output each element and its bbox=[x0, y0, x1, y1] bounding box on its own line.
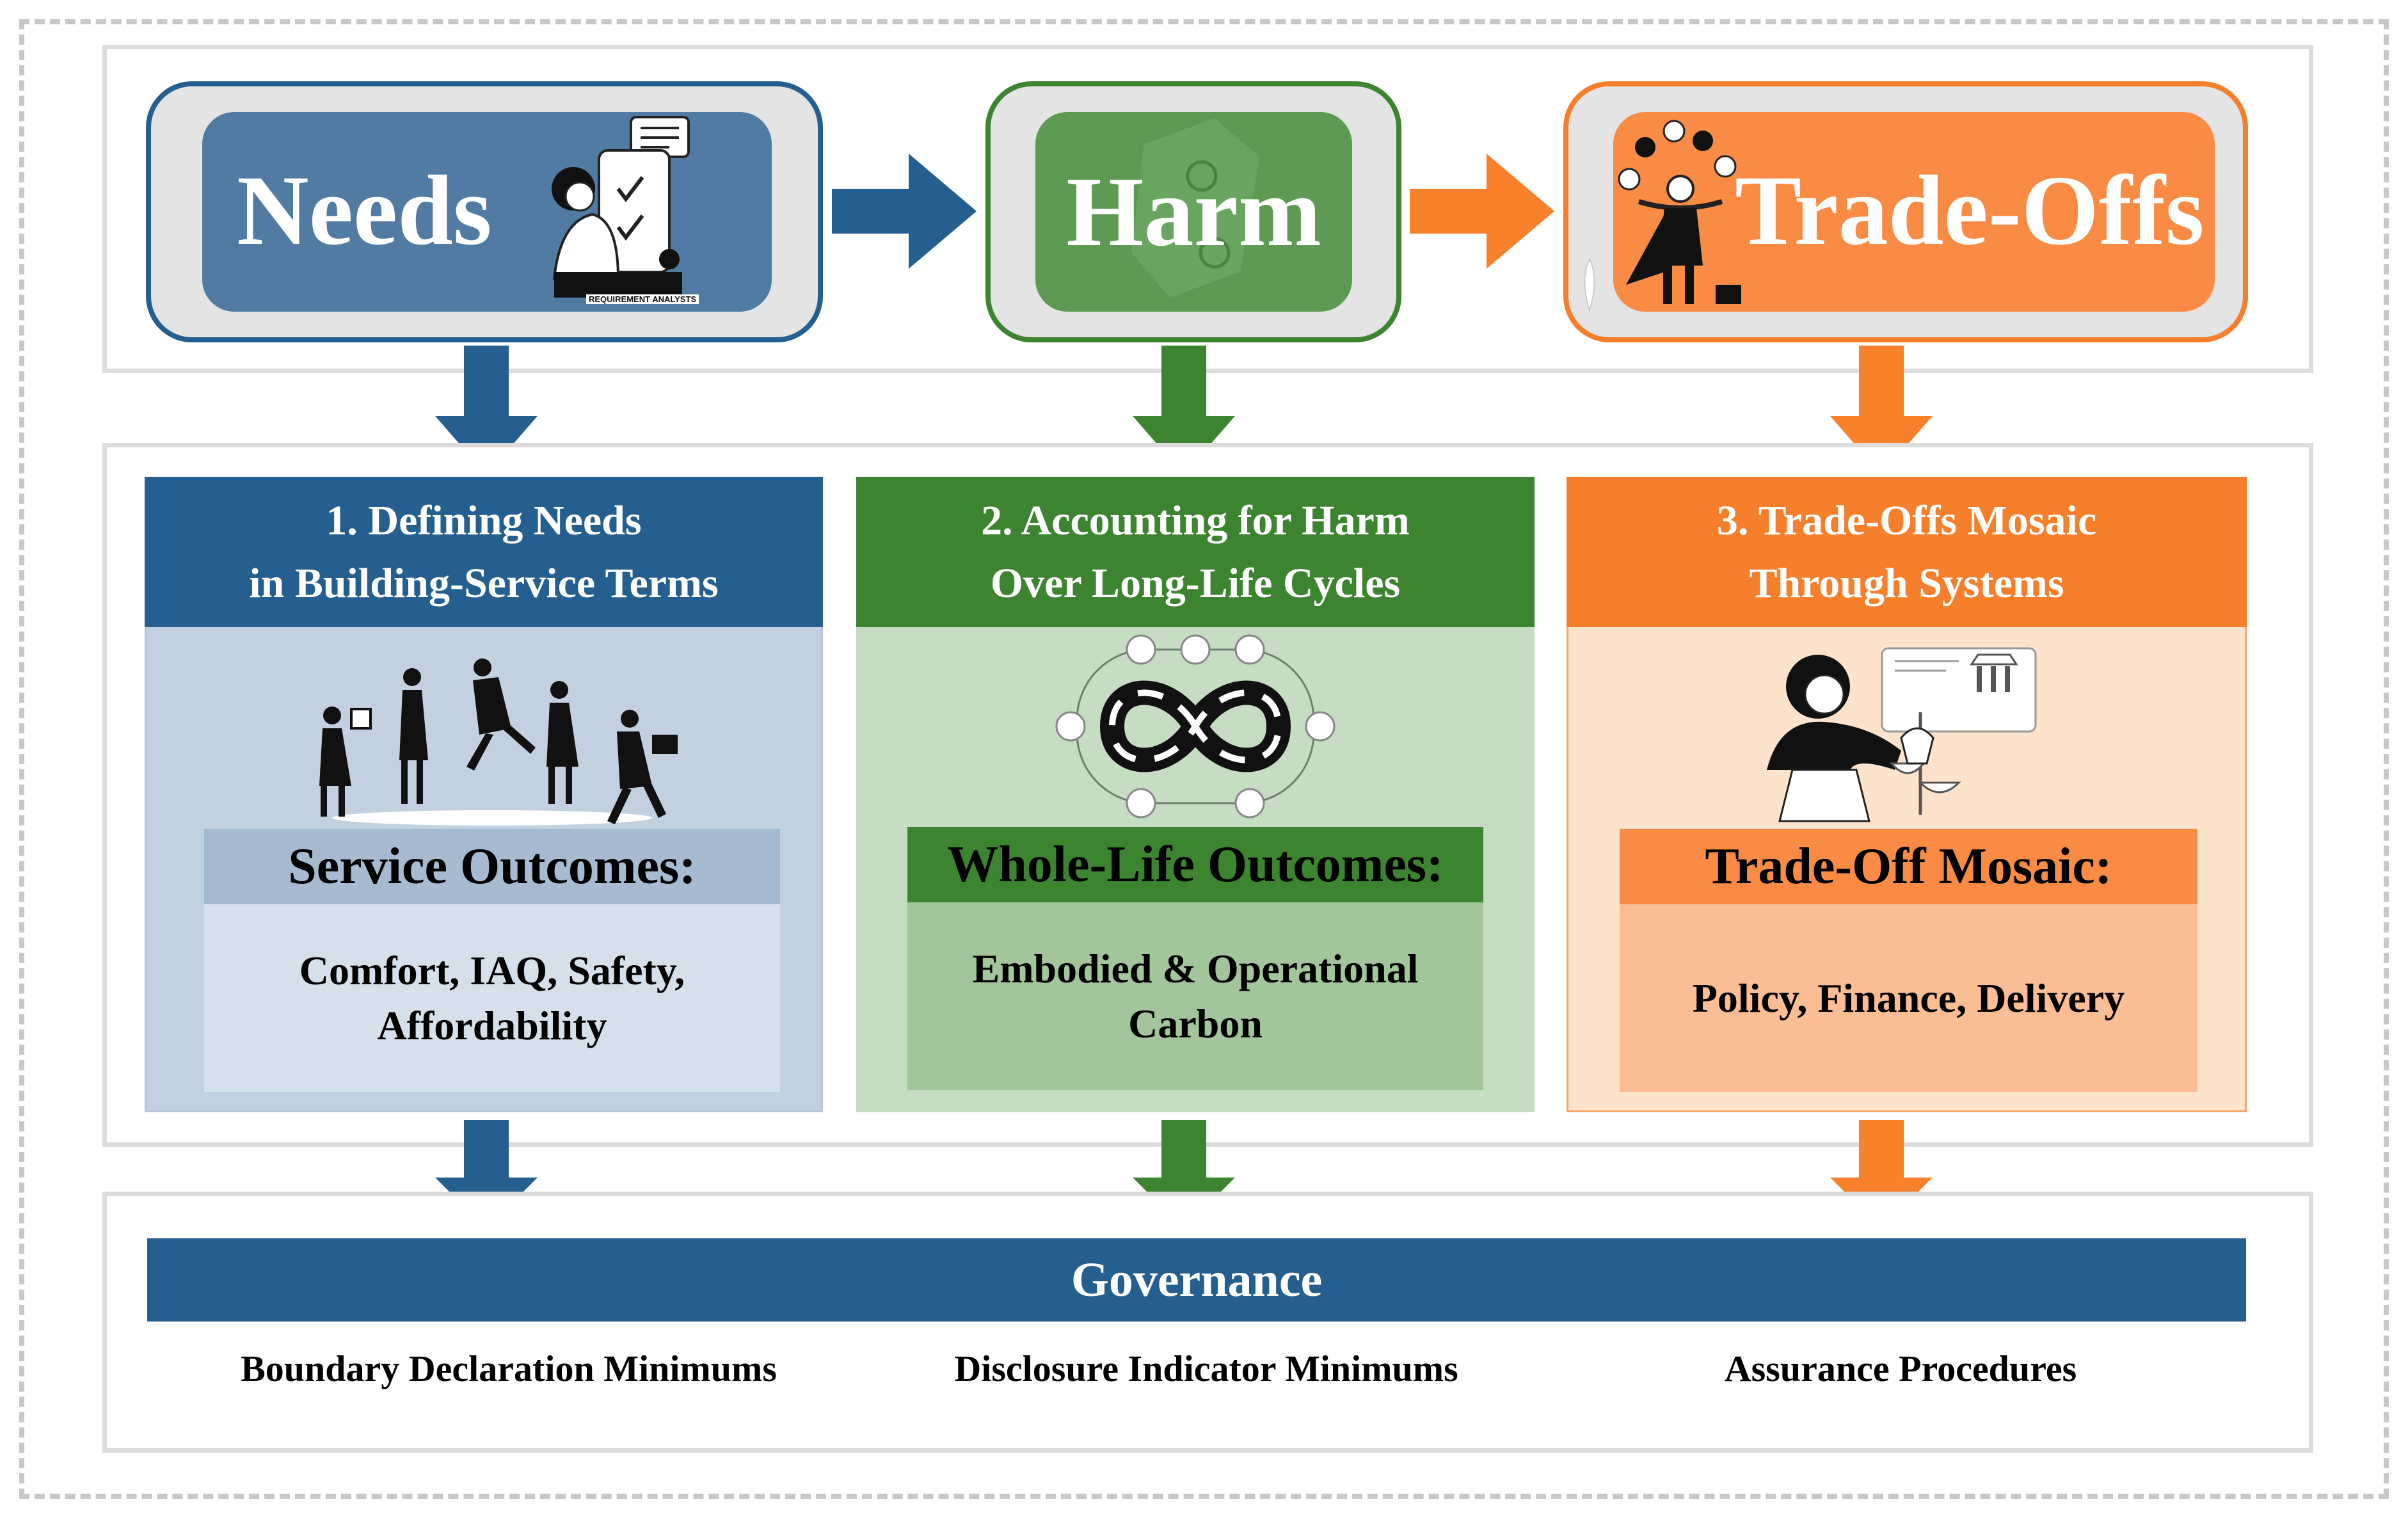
governance-item-disclosure: Disclosure Indicator Minimums bbox=[954, 1348, 1458, 1389]
needs-icon-caption: REQUIREMENT ANALYSTS bbox=[586, 294, 699, 304]
tradeoffs-down-arrow bbox=[1830, 346, 1933, 475]
needs-panel: Needs REQUIREMENT ANALYSTS bbox=[202, 112, 772, 312]
person-with-scales-icon bbox=[1767, 647, 2037, 822]
infinity-cycle-icon bbox=[1055, 634, 1336, 819]
pillar-needs-title-line1: 1. Defining Needs bbox=[326, 497, 642, 544]
pillar-tradeoffs-title-line1: 3. Trade-Offs Mosaic bbox=[1716, 497, 2097, 544]
pillar-harm-header: 2. Accounting for Harm Over Long-Life Cy… bbox=[856, 477, 1535, 627]
pillar-needs-detail-line2: Affordability bbox=[377, 1002, 607, 1048]
juggling-businessman-icon bbox=[1618, 120, 1741, 304]
harm-panel: Harm bbox=[1035, 112, 1352, 312]
tradeoffs-label: Trade-Offs bbox=[1735, 155, 2205, 266]
needs-label: Needs bbox=[237, 155, 492, 266]
pillar-needs: 1. Defining Needs in Building-Service Te… bbox=[145, 477, 823, 1112]
governance-bar: Governance bbox=[147, 1238, 2246, 1322]
pillar-tradeoffs: 3. Trade-Offs Mosaic Through Systems Tra… bbox=[1567, 477, 2247, 1112]
pillar-tradeoffs-title-line2: Through Systems bbox=[1749, 559, 2064, 607]
celebrating-people-icon bbox=[319, 659, 678, 826]
pillar-needs-title-line2: in Building-Service Terms bbox=[249, 559, 719, 607]
pillar-harm-detail-line2: Carbon bbox=[1128, 1000, 1263, 1046]
needs-down-arrow bbox=[435, 346, 538, 475]
governance-item-assurance: Assurance Procedures bbox=[1724, 1348, 2077, 1389]
feather-icon bbox=[1584, 257, 1595, 313]
pillar-tradeoffs-header: 3. Trade-Offs Mosaic Through Systems bbox=[1567, 477, 2247, 627]
pillar-harm: 2. Accounting for Harm Over Long-Life Cy… bbox=[856, 477, 1535, 1112]
requirement-analyst-icon bbox=[552, 116, 690, 298]
pillar-harm-subheading: Whole-Life Outcomes: bbox=[907, 827, 1483, 902]
governance-band bbox=[102, 1192, 2313, 1453]
pillar-tradeoffs-subheading: Trade-Off Mosaic: bbox=[1620, 829, 2197, 904]
biohazard-barrel-icon bbox=[1131, 118, 1259, 298]
pillar-harm-detail: Embodied & Operational Carbon bbox=[907, 902, 1483, 1090]
pillar-needs-detail: Comfort, IAQ, Safety, Affordability bbox=[204, 904, 780, 1092]
harm-down-arrow bbox=[1133, 346, 1235, 475]
needs-card: Needs REQUIREMENT ANALYSTS bbox=[146, 81, 823, 342]
outer-dashed-frame bbox=[19, 19, 2389, 1499]
pillar-harm-title-line1: 2. Accounting for Harm bbox=[981, 497, 1410, 544]
harm-card: Harm bbox=[985, 81, 1401, 342]
governance-item-boundary: Boundary Declaration Minimums bbox=[241, 1348, 777, 1389]
pillar-harm-detail-line1: Embodied & Operational bbox=[972, 945, 1419, 991]
tradeoffs-panel: Trade-Offs bbox=[1613, 112, 2215, 312]
pillar-tradeoffs-detail-line1: Policy, Finance, Delivery bbox=[1692, 975, 2125, 1021]
pillar-needs-header: 1. Defining Needs in Building-Service Te… bbox=[145, 477, 823, 627]
tradeoffs-card: Trade-Offs bbox=[1563, 81, 2248, 342]
pillar-needs-detail-line1: Comfort, IAQ, Safety, bbox=[299, 947, 685, 993]
harm-to-tradeoffs-arrow bbox=[1410, 154, 1554, 269]
needs-to-harm-arrow bbox=[832, 154, 977, 269]
harm-label: Harm bbox=[1066, 156, 1321, 267]
pillar-harm-title-line2: Over Long-Life Cycles bbox=[990, 559, 1401, 607]
pillar-needs-subheading: Service Outcomes: bbox=[204, 829, 780, 904]
governance-title: Governance bbox=[1071, 1252, 1323, 1307]
pillar-tradeoffs-detail: Policy, Finance, Delivery bbox=[1620, 904, 2197, 1092]
